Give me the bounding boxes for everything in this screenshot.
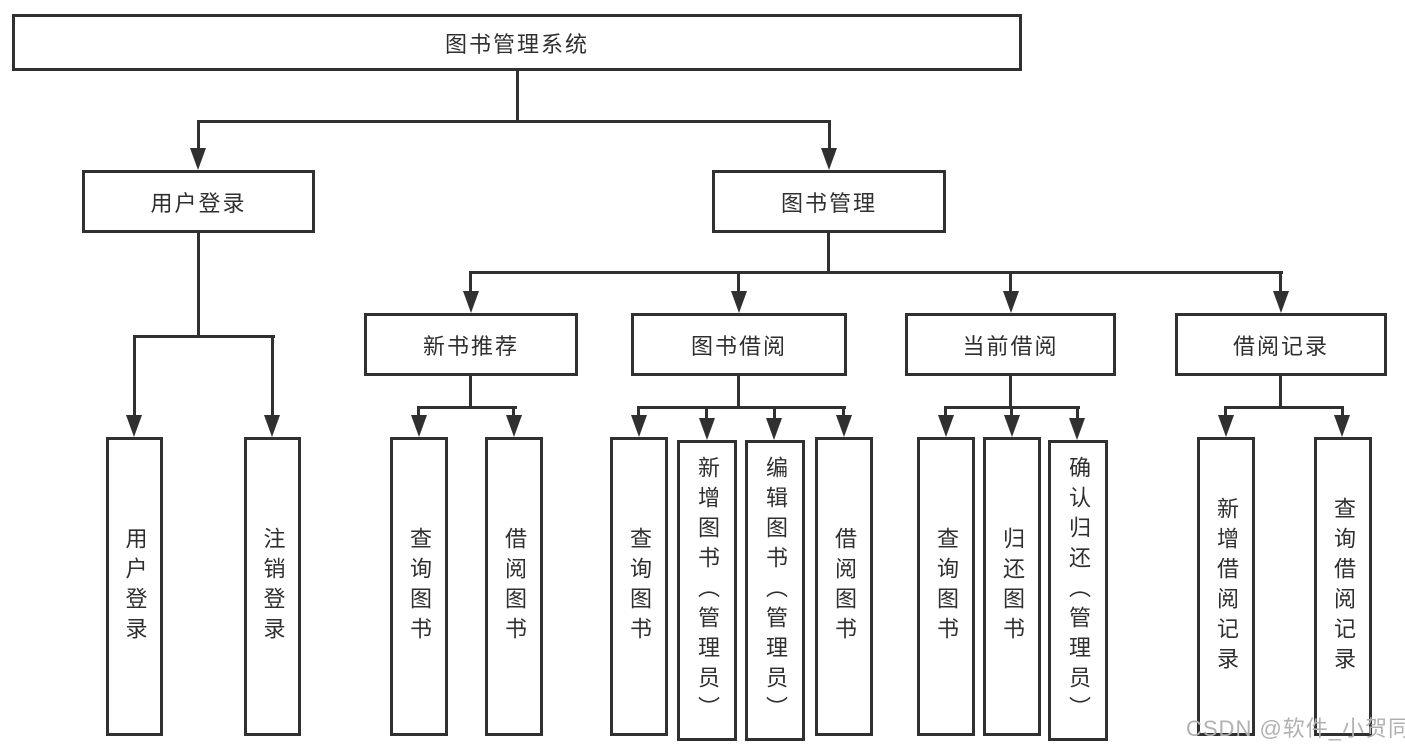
connector-line	[1076, 406, 1079, 424]
connector-line	[1224, 406, 1344, 409]
arrow-down-icon	[821, 148, 837, 170]
node-label: 借阅记录	[1232, 333, 1329, 359]
node-user-login: 用户登录	[82, 170, 315, 233]
arrow-down-icon	[1004, 415, 1020, 437]
node-current-borrow: 当前借阅	[905, 313, 1116, 376]
node-label: 查询借阅记录	[1331, 496, 1356, 677]
leaf-query-borrow-record: 查询借阅记录	[1314, 437, 1372, 736]
node-label: 借阅图书	[502, 526, 527, 647]
connector-line	[773, 406, 776, 424]
node-label: 新书推荐	[422, 333, 519, 359]
connector-line	[944, 406, 947, 421]
connector-line	[737, 375, 740, 409]
connector-line	[842, 406, 845, 421]
arrow-down-icon	[731, 291, 747, 313]
connector-line	[469, 271, 1283, 274]
connector-line	[417, 406, 517, 409]
connector-line	[1279, 375, 1282, 409]
node-label: 确认归还（管理员）	[1066, 455, 1091, 726]
node-label: 查询图书	[627, 526, 652, 647]
connector-line	[197, 120, 831, 123]
connector-line	[1009, 375, 1012, 409]
leaf-borrow-book-recommend: 借阅图书	[485, 437, 543, 736]
node-label: 编辑图书（管理员）	[763, 455, 788, 726]
leaf-add-book-admin: 新增图书（管理员）	[677, 440, 737, 741]
connector-line	[827, 233, 830, 274]
node-label: 当前借阅	[962, 333, 1059, 359]
arrow-down-icon	[126, 415, 142, 437]
watermark: CSDN @软件_小贺同学	[1186, 716, 1405, 741]
node-label: 注销登录	[260, 526, 286, 647]
leaf-query-current-borrow: 查询图书	[917, 437, 975, 736]
node-label: 图书借阅	[690, 333, 787, 359]
node-label: 查询图书	[407, 526, 432, 647]
connector-line	[417, 406, 420, 421]
leaf-query-book-recommend: 查询图书	[390, 437, 448, 736]
connector-line	[1009, 271, 1012, 297]
node-label: 归还图书	[1000, 526, 1025, 647]
node-root: 图书管理系统	[12, 14, 1022, 71]
node-book-borrow: 图书借阅	[631, 313, 847, 376]
arrow-down-icon	[1273, 291, 1289, 313]
node-label: 图书管理系统	[444, 31, 589, 57]
arrow-down-icon	[506, 415, 522, 437]
connector-line	[1341, 406, 1344, 421]
leaf-add-borrow-record: 新增借阅记录	[1197, 437, 1255, 736]
connector-line	[1010, 406, 1013, 421]
connector-line	[1224, 406, 1227, 421]
node-book-management: 图书管理	[712, 170, 946, 233]
leaf-user-login: 用户登录	[106, 437, 163, 736]
connector-line	[469, 271, 472, 297]
leaf-query-book-borrow: 查询图书	[610, 437, 668, 736]
arrow-down-icon	[411, 415, 427, 437]
connector-line	[737, 271, 740, 297]
node-label: 图书管理	[780, 190, 877, 216]
arrow-down-icon	[264, 415, 280, 437]
arrow-down-icon	[1003, 291, 1019, 313]
connector-line	[705, 406, 708, 424]
connector-line	[133, 335, 275, 338]
node-label: 用户登录	[150, 190, 247, 216]
node-new-book-recommend: 新书推荐	[364, 313, 578, 376]
connector-line	[197, 120, 200, 154]
connector-line	[637, 406, 640, 421]
arrow-down-icon	[1334, 415, 1350, 437]
connector-line	[271, 335, 274, 421]
arrow-down-icon	[631, 415, 647, 437]
connector-line	[637, 406, 846, 409]
arrow-down-icon	[1069, 418, 1085, 440]
arrow-down-icon	[836, 415, 852, 437]
leaf-edit-book-admin: 编辑图书（管理员）	[745, 440, 805, 741]
connector-line	[1279, 271, 1282, 297]
connector-line	[516, 70, 519, 123]
node-label: 查询图书	[934, 526, 959, 647]
arrow-down-icon	[1218, 415, 1234, 437]
connector-line	[469, 375, 472, 409]
node-label: 新增图书（管理员）	[695, 455, 720, 726]
node-label: 新增借阅记录	[1214, 496, 1239, 677]
connector-line	[133, 335, 136, 421]
arrow-down-icon	[699, 418, 715, 440]
connector-line	[512, 406, 515, 421]
arrow-down-icon	[463, 291, 479, 313]
node-label: 用户登录	[122, 526, 148, 647]
node-label: 借阅图书	[832, 526, 857, 647]
leaf-logout: 注销登录	[244, 437, 301, 736]
arrow-down-icon	[766, 418, 782, 440]
node-borrow-record: 借阅记录	[1175, 313, 1387, 376]
connector-line	[197, 233, 200, 338]
connector-line	[828, 120, 831, 154]
leaf-borrow-book: 借阅图书	[815, 437, 873, 736]
arrow-down-icon	[190, 148, 206, 170]
leaf-confirm-return-admin: 确认归还（管理员）	[1048, 440, 1108, 741]
arrow-down-icon	[938, 415, 954, 437]
leaf-return-book: 归还图书	[983, 437, 1041, 736]
